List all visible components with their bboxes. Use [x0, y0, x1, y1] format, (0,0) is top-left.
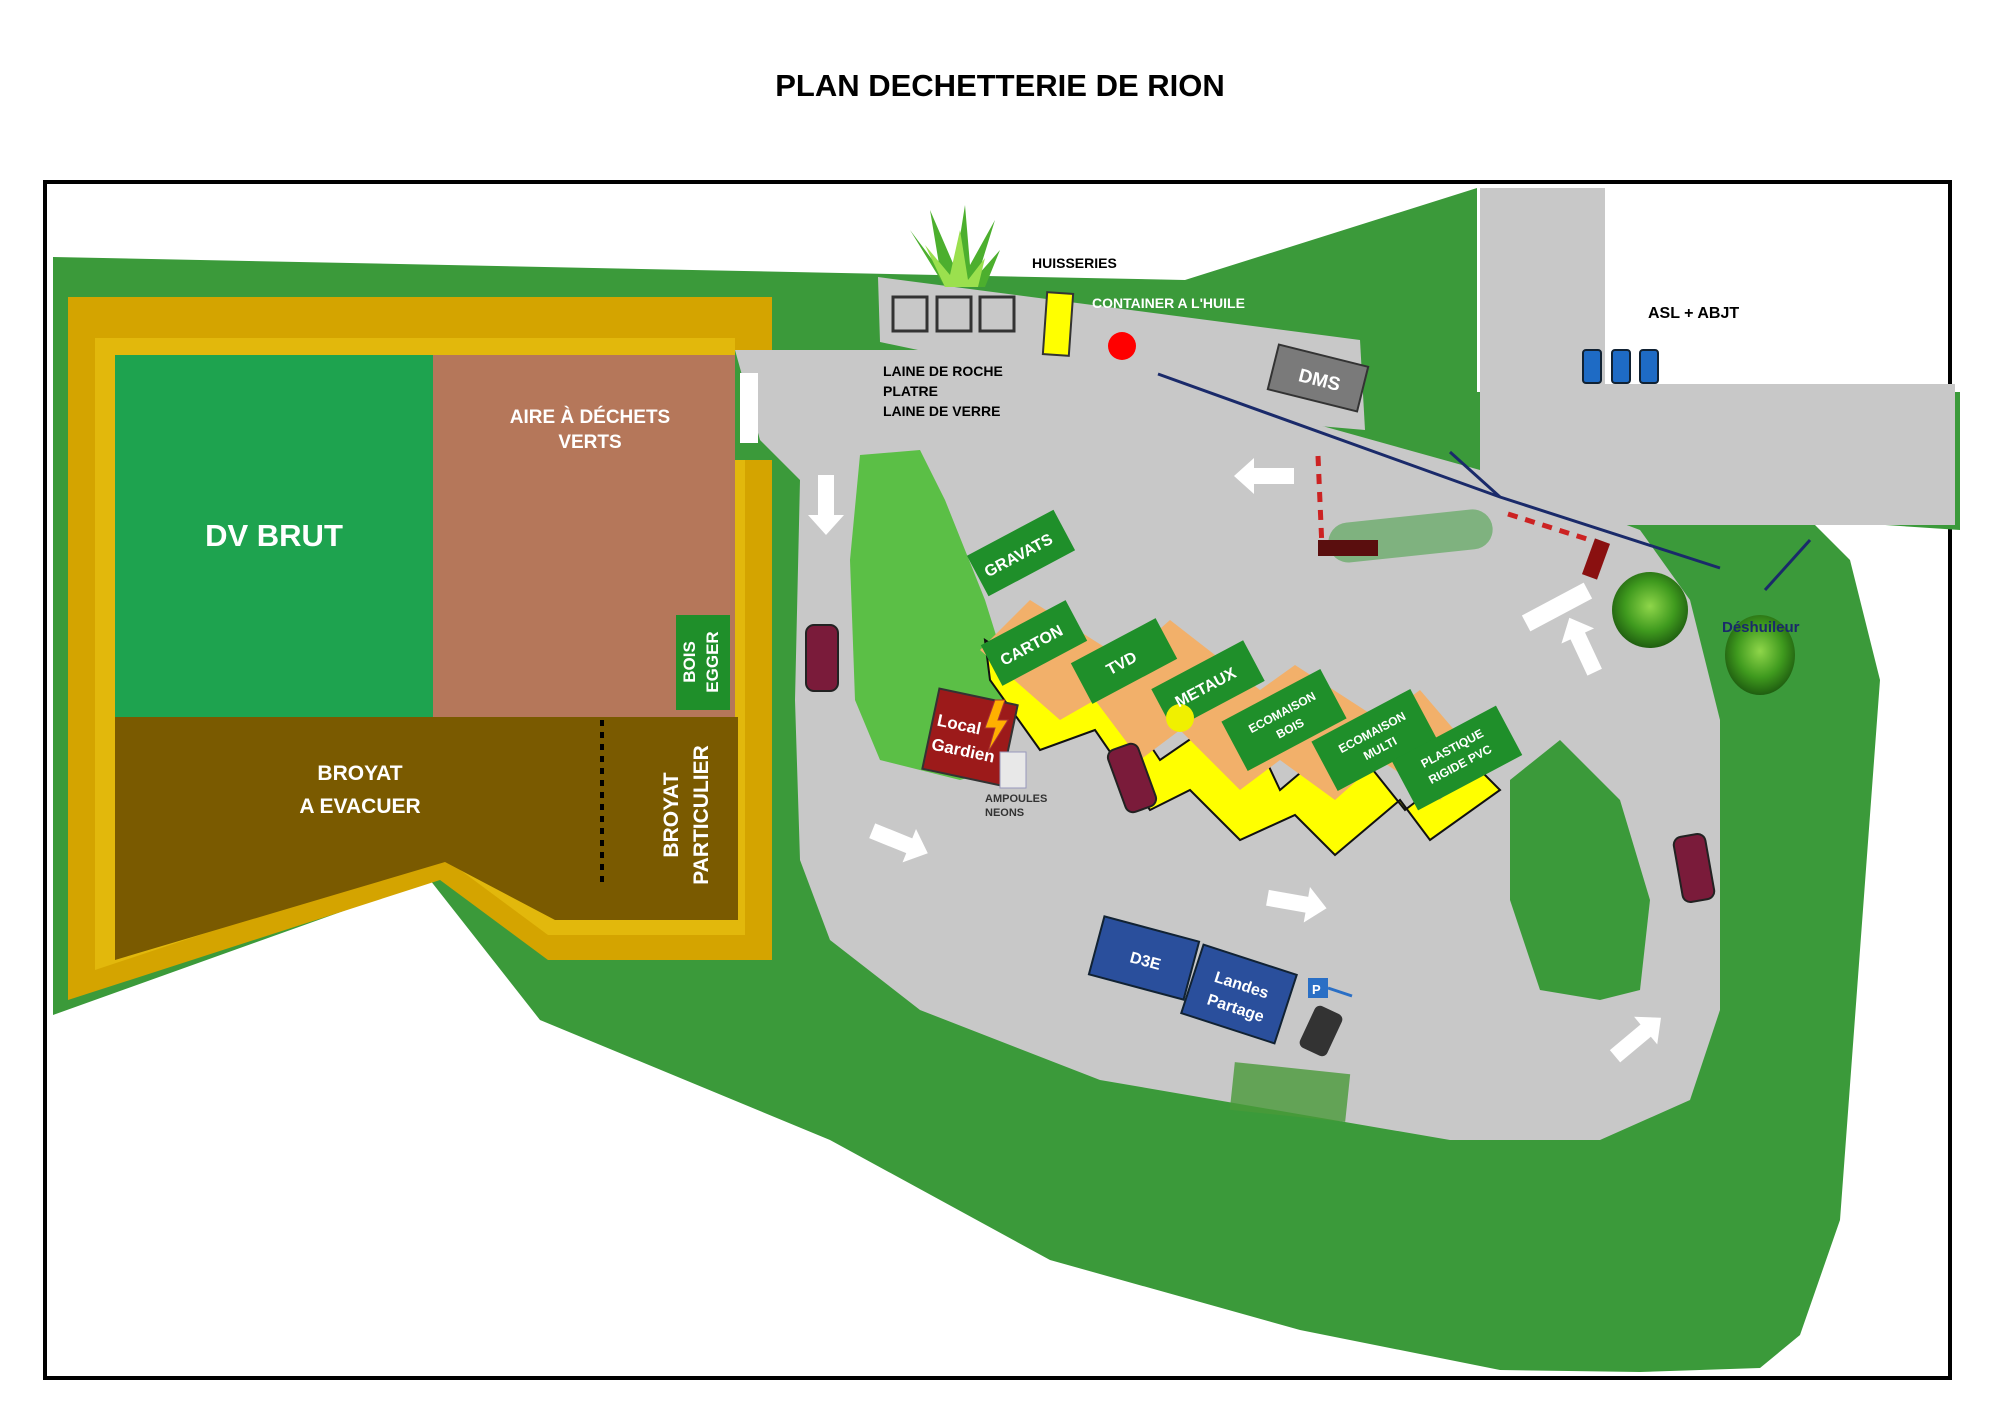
dv-brut-zone [115, 355, 433, 717]
parking-sign-label: P [1312, 982, 1321, 997]
deshuileur-label: Déshuileur [1722, 619, 1800, 636]
broyat-particulier-label-2: PARTICULIER [690, 745, 713, 885]
barrier-entry-post [1318, 540, 1378, 556]
dms-container [1266, 343, 1370, 413]
huisseries-bin [1041, 291, 1075, 357]
broyat-particulier-label-1: BROYAT [660, 772, 683, 857]
aire-verts-label-1: AIRE À DÉCHETS [510, 406, 670, 428]
bin-gravats [966, 509, 1076, 597]
storage-box-1 [891, 295, 929, 333]
car-1 [805, 624, 839, 692]
dv-brut-label: DV BRUT [205, 518, 343, 553]
ampoules-box [999, 751, 1027, 789]
broyat-zone [115, 717, 738, 960]
plant-icon [910, 205, 1000, 287]
metaux-yellow-marker [1166, 704, 1194, 732]
laine-roche-label: LAINE DE ROCHE [883, 363, 1003, 379]
car-3 [1672, 832, 1716, 904]
electric-bolt-icon [984, 699, 1009, 753]
storage-box-3 [978, 295, 1016, 333]
bin-ecomaison-multi [1311, 688, 1437, 792]
green-patch [1229, 1062, 1351, 1122]
tree-1 [1612, 572, 1688, 648]
map-frame [43, 180, 1952, 1380]
drain-pipe-branch-2 [1763, 538, 1812, 592]
ampoules-label: AMPOULES [985, 793, 1047, 805]
tree-2 [1725, 615, 1795, 695]
bin-carton [980, 600, 1088, 686]
arrow-up-right-icon [1609, 1016, 1661, 1063]
page-title: PLAN DECHETTERIE DE RION [775, 68, 1225, 103]
storage-box-2 [935, 295, 973, 333]
asl-bin-1 [1582, 349, 1602, 384]
arrow-up-icon [1561, 617, 1602, 676]
drain-pipe-branch-1 [1448, 450, 1502, 499]
bin-plastique [1391, 705, 1523, 811]
barrier-entry [1315, 455, 1325, 549]
barrier-exit [1507, 511, 1591, 543]
asl-abjt-label: ASL + ABJT [1648, 305, 1739, 322]
arrow-right-icon [869, 823, 928, 863]
aire-verts-label-2: VERTS [558, 432, 621, 453]
bin-tvd [1070, 618, 1178, 704]
platre-label: PLATRE [883, 383, 938, 399]
bois-egger-zone [676, 615, 730, 710]
container-huile-marker [1108, 332, 1136, 360]
bin-ecomaison-bois [1221, 668, 1347, 772]
parking-disabled-icon [1299, 978, 1353, 1057]
arrow-left-icon [1234, 458, 1294, 494]
barrier-exit-post [1581, 538, 1611, 580]
arrow-right-icon [1266, 887, 1327, 923]
arrow-down-icon [808, 475, 844, 535]
landes-partage-container [1180, 943, 1298, 1045]
bois-egger-label-2: EGGER [703, 631, 722, 692]
container-huile-label: CONTAINER A L'HUILE [1092, 295, 1245, 311]
right-island [1510, 740, 1650, 1000]
road-upper-right [1480, 188, 1955, 525]
laine-verre-label: LAINE DE VERRE [883, 403, 1000, 419]
car-2 [1106, 742, 1158, 814]
broyat-evacuer-label-1: BROYAT [317, 762, 402, 785]
entrance-gate [740, 373, 758, 443]
asl-bin-2 [1611, 349, 1631, 384]
huisseries-label: HUISSERIES [1032, 255, 1117, 271]
d3e-container [1087, 915, 1201, 1001]
broyat-evacuer-label-2: A EVACUER [299, 795, 420, 818]
asl-bin-3 [1639, 349, 1659, 384]
white-ramp [1521, 582, 1593, 632]
neons-label: NEONS [985, 807, 1024, 819]
bois-egger-label-1: BOIS [680, 641, 699, 683]
